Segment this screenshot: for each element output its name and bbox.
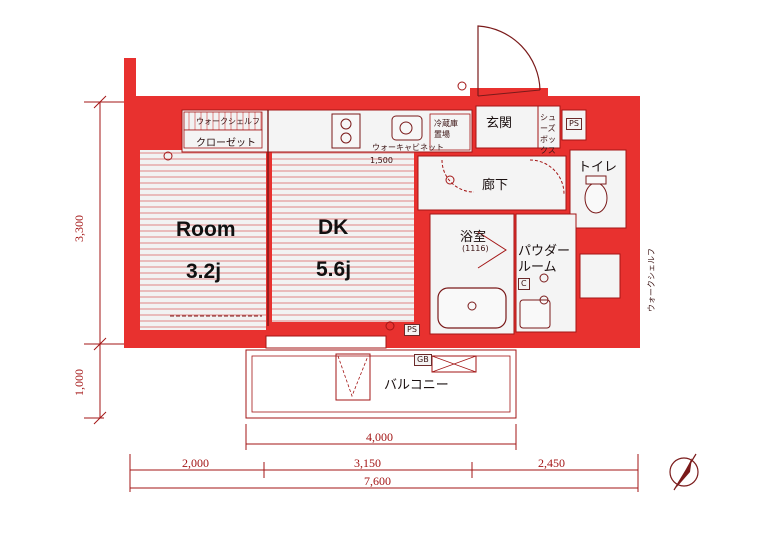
balcony-hatch	[335, 353, 371, 401]
dim-1500-label: 1,500	[370, 156, 393, 165]
dk-label: DK	[318, 216, 349, 239]
c-tag: C	[518, 278, 530, 290]
ps-bottom-tag: PS	[404, 324, 420, 336]
toilet-icon	[584, 182, 608, 214]
gb-tag: GB	[414, 354, 432, 366]
gb-box	[431, 355, 477, 373]
door-swing-icon	[477, 25, 541, 96]
ps-top-tag: PS	[566, 118, 582, 130]
stove-icon	[331, 113, 361, 149]
dim-7600: 7,600	[364, 474, 391, 488]
balcony	[245, 349, 517, 419]
corridor-label: 廊下	[482, 178, 509, 193]
fridge-label: 冷蔵庫 置場	[434, 119, 458, 139]
closet-label: クローゼット	[196, 138, 256, 149]
dim-4000: 4,000	[366, 430, 393, 444]
bath-label: 浴室	[460, 230, 487, 245]
dim-3300: 3,300	[72, 215, 86, 242]
vertical-dimensions	[84, 95, 124, 425]
dk-size: 5.6j	[316, 258, 352, 281]
washbasin-icon	[519, 299, 551, 329]
genkan-floor	[475, 105, 539, 149]
dk-floor	[272, 150, 414, 322]
compass-icon	[669, 453, 699, 491]
washer-pan	[579, 253, 621, 299]
bath-size: (1116)	[462, 244, 489, 253]
room-label: Room	[176, 218, 236, 241]
dim-2450: 2,450	[538, 456, 565, 470]
dim-3150: 3,150	[354, 456, 381, 470]
room-size: 3.2j	[186, 260, 222, 283]
fridge-space	[429, 113, 471, 151]
ps-top-box	[561, 109, 587, 141]
balcony-label: バルコニー	[384, 378, 449, 393]
closet-box	[183, 129, 263, 149]
walk-shelf-right-label: ウォークシェルフ	[647, 248, 656, 312]
toilet-label: トイレ	[578, 160, 618, 175]
room-floor	[140, 150, 266, 330]
cabinet-label: ウォーキャビネット	[372, 143, 444, 152]
genkan-label: 玄関	[486, 116, 513, 131]
shoes-box-label: シューズ ボックス	[540, 113, 556, 155]
horizontal-dimensions	[129, 424, 639, 492]
shoes-box	[537, 105, 561, 149]
powder-room-label: パウダー ルーム	[518, 244, 571, 275]
bathtub-icon	[437, 287, 507, 329]
walk-shelf-label: ウォークシェルフ	[196, 117, 260, 126]
dim-2000: 2,000	[182, 456, 209, 470]
dim-1000: 1,000	[72, 369, 86, 396]
sink-icon	[391, 115, 423, 141]
